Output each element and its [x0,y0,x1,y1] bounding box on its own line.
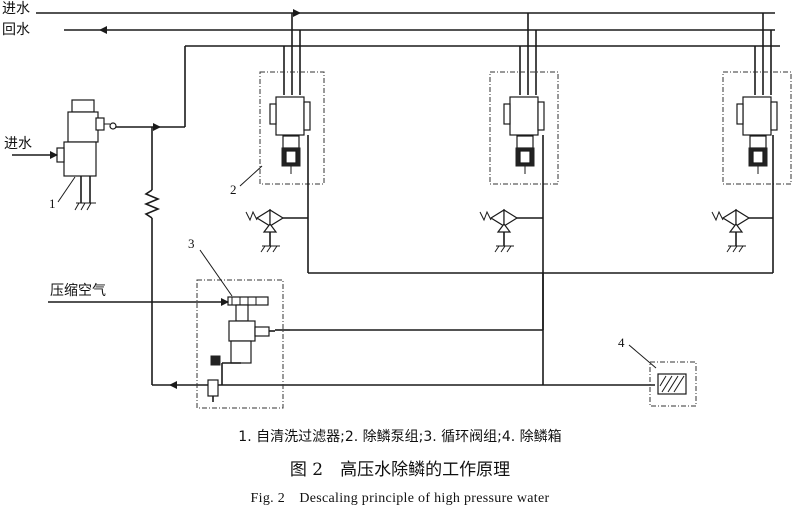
inlet-water-header [36,9,775,95]
pump-group-1 [259,71,325,185]
return-water-header [64,26,775,95]
safety-valve-1 [245,208,308,253]
callout-1: 1 [49,196,56,211]
compressed-air-label: 压缩空气 [50,283,106,299]
pump-risers [307,135,774,385]
pump-group-2 [489,71,559,185]
callout-4: 4 [618,335,625,350]
inlet-water-label: 进水 [2,1,30,17]
callout-leaders [57,165,657,369]
callout-2: 2 [230,182,237,197]
callout-3: 3 [188,236,195,251]
descaling-box [649,361,697,407]
relief-spring [143,127,161,385]
figure-title-en: Fig. 2 Descaling principle of high press… [250,491,550,506]
return-water-label: 回水 [2,22,30,38]
figure-title-cn: 图 2 高压水除鳞的工作原理 [289,460,511,480]
self-cleaning-filter [56,99,117,211]
safety-valve-2 [479,208,543,253]
safety-valve-3 [711,208,773,253]
filter-inlet-label: 进水 [4,136,32,152]
legend-caption: 1. 自清洗过滤器;2. 除鳞泵组;3. 循环阀组;4. 除鳞箱 [238,429,562,445]
filtered-water-header [184,45,780,127]
circulation-valve-group [196,279,284,409]
pump-group-3 [722,71,792,185]
